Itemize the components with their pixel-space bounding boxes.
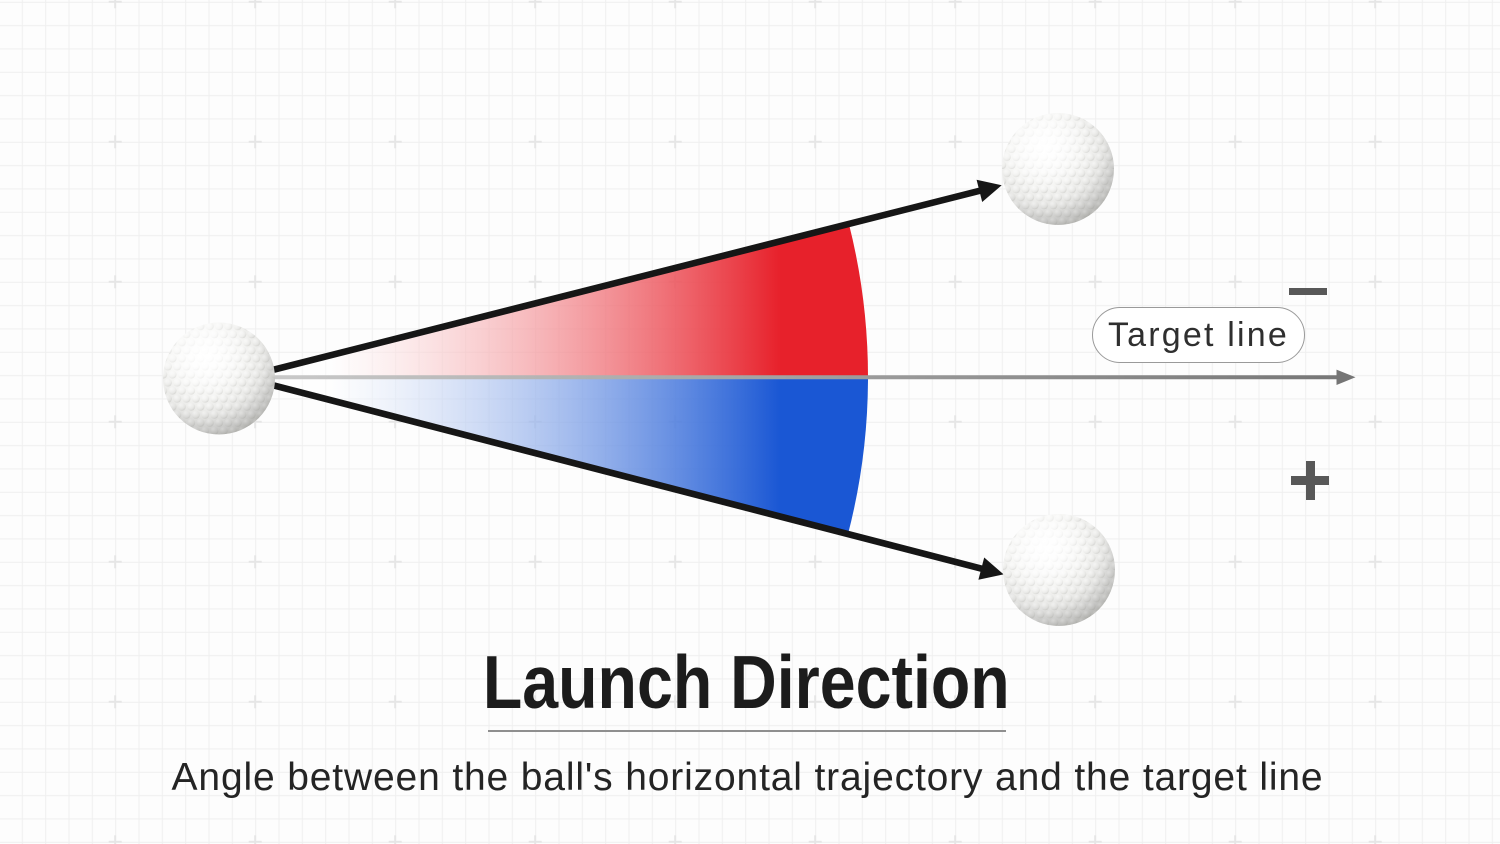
lower-golf-ball [1003,514,1115,626]
title-underline [488,730,1006,732]
target-line-arrow [260,369,1356,385]
page-subtitle: Angle between the ball's horizontal traj… [0,758,1495,797]
page-title-text: Launch Direction [483,640,1010,724]
upper-launch-arrow-head [976,179,1002,202]
minus-sign-icon [1289,288,1327,295]
target-line-label-pill: Target line [1092,307,1305,363]
target-line-label: Target line [1107,315,1290,354]
page-subtitle-text: Angle between the ball's horizontal traj… [171,756,1324,799]
upper-golf-ball [1002,113,1114,225]
plus-sign-icon [1291,461,1329,500]
origin-golf-ball [163,322,275,435]
launch-arrows [249,179,1004,580]
lower-launch-arrow-line [249,376,987,573]
page-title: Launch Direction [0,645,1493,720]
lower-launch-arrow-head [978,557,1004,580]
upper-launch-arrow-line [249,186,985,379]
